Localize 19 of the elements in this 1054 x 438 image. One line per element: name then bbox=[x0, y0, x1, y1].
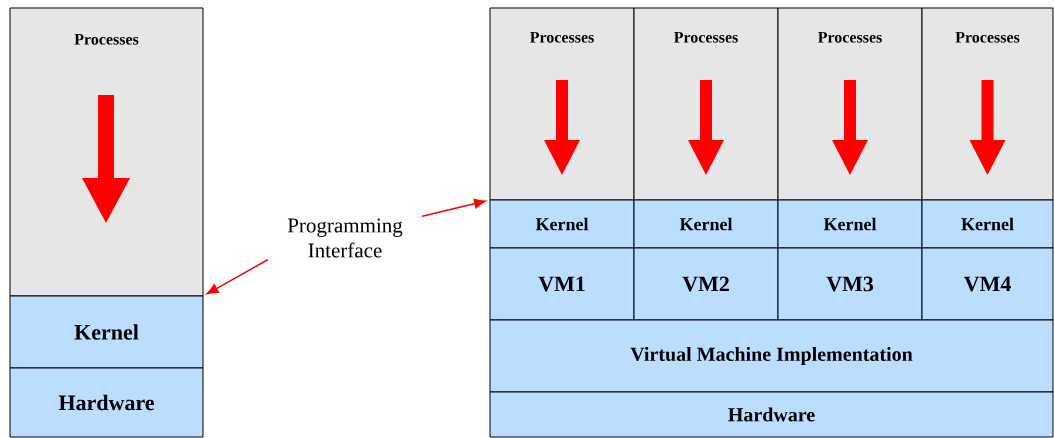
hardware-box: Hardware bbox=[489, 391, 1054, 438]
vm-box: VM2 bbox=[633, 247, 779, 321]
kernel-box: Kernel bbox=[777, 199, 923, 249]
kernel-box: Kernel bbox=[9, 295, 204, 369]
vm-box: VM1 bbox=[489, 247, 635, 321]
process-box: Processes bbox=[777, 7, 923, 201]
kernel-box: Kernel bbox=[489, 199, 635, 249]
leader-line bbox=[206, 259, 269, 295]
callout-text: Programming Interface bbox=[287, 218, 403, 258]
process-box: Processes bbox=[9, 7, 204, 297]
vm-box: VM3 bbox=[777, 247, 923, 321]
kernel-box: Kernel bbox=[633, 199, 779, 249]
process-box: Processes bbox=[633, 7, 779, 201]
process-box: Processes bbox=[489, 7, 635, 201]
kernel-box: Kernel bbox=[921, 199, 1054, 249]
vm-box: VM4 bbox=[921, 247, 1054, 321]
leader-line bbox=[421, 198, 486, 217]
hardware-box: Hardware bbox=[9, 367, 204, 438]
process-box: Processes bbox=[921, 7, 1054, 201]
